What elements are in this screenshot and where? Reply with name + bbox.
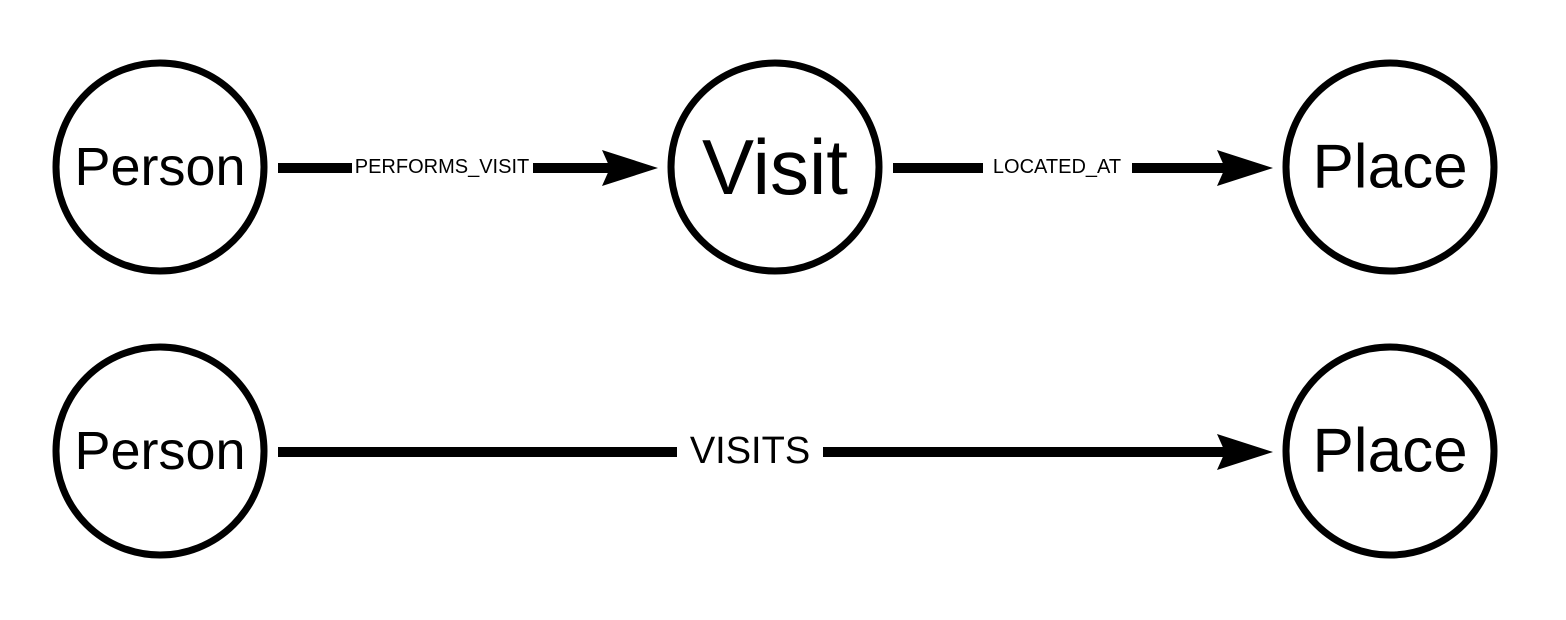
node-person-row2-circle (52, 343, 268, 559)
edge-located-at-label: LOCATED_AT (993, 156, 1121, 178)
node-person-row2-label: Person (74, 421, 245, 481)
node-visit-row1: Visit (667, 59, 883, 275)
node-person-row2: Person (52, 343, 268, 559)
node-place-row2: Place (1282, 343, 1498, 559)
node-visit-row1-label: Visit (702, 123, 848, 211)
node-person-row1-label: Person (74, 137, 245, 197)
node-person-row1: Person (52, 59, 268, 275)
edge-visits-arrowhead (1217, 434, 1273, 470)
node-place-row1: Place (1282, 59, 1498, 275)
row-1: Person PERFORMS_VISIT Visit LOCATED_AT P… (52, 59, 1498, 275)
edge-visits: VISITS (278, 430, 1273, 472)
node-person-row1-circle (52, 59, 268, 275)
node-place-row2-label: Place (1312, 417, 1467, 486)
node-place-row2-circle (1282, 343, 1498, 559)
edge-located-at: LOCATED_AT (893, 150, 1273, 186)
edge-visits-label: VISITS (690, 430, 810, 472)
edge-performs-visit-arrowhead (602, 150, 658, 186)
node-place-row1-label: Place (1312, 133, 1467, 202)
edge-performs-visit: PERFORMS_VISIT (278, 150, 658, 186)
edge-performs-visit-label: PERFORMS_VISIT (355, 156, 529, 178)
node-place-row1-circle (1282, 59, 1498, 275)
edge-located-at-arrowhead (1217, 150, 1273, 186)
node-visit-row1-circle (667, 59, 883, 275)
row-2: Person VISITS Place (52, 343, 1498, 559)
